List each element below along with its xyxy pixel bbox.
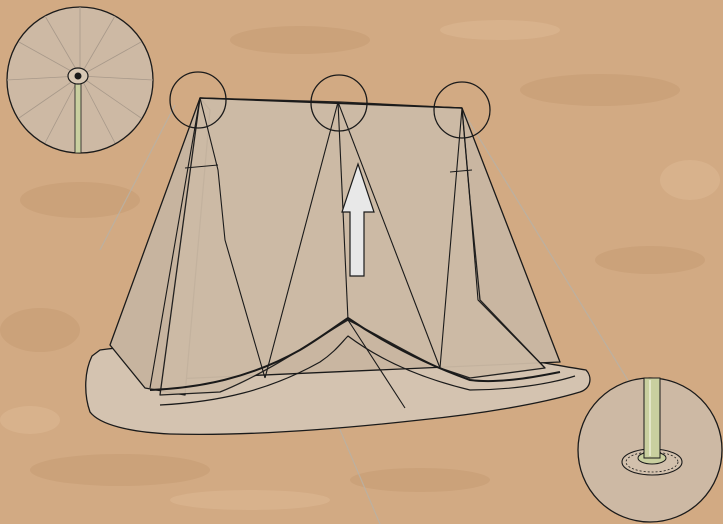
pole-icon [75, 78, 81, 153]
pole-base-icon [644, 378, 660, 458]
callout-detail-top-pole [7, 7, 153, 153]
callout-detail-grommet-base [578, 378, 722, 522]
